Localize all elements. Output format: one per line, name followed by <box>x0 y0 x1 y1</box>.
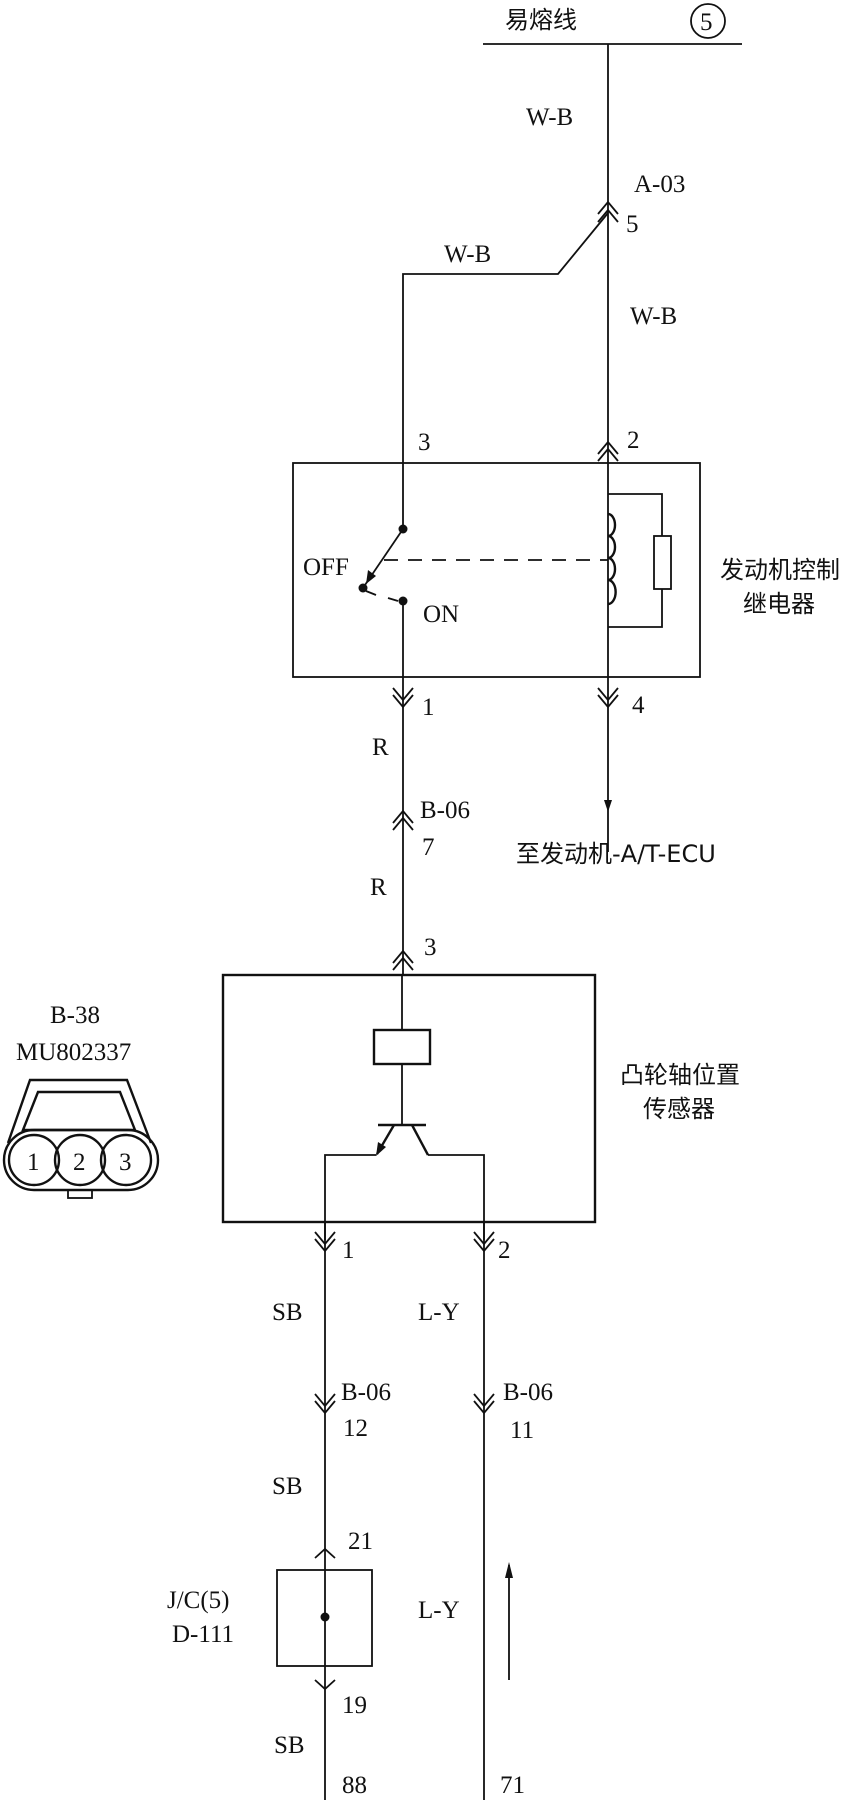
relay-coil <box>607 512 617 606</box>
signal-direction-arrow-icon <box>505 1562 513 1578</box>
jc-name-line1: J/C(5) <box>167 1587 230 1614</box>
wire-color-r-lower: R <box>370 874 387 901</box>
to-ecu-note: 至发动机-A/T-ECU <box>516 840 716 868</box>
engine-control-relay: OFF ON 发动机控制 继电器 <box>292 462 840 720</box>
to-ecu-arrow-icon <box>604 800 612 812</box>
sensor-pin1-label: 1 <box>342 1237 355 1264</box>
sensor-pin3-chevron <box>392 949 414 971</box>
relay-off-label: OFF <box>303 554 349 581</box>
sensor-connector-b38: B-38 MU802337 1 2 3 <box>2 1002 160 1199</box>
wire-color-relay-feed-wb: W-B <box>630 303 677 330</box>
connector-b06-right-pin: 11 <box>510 1417 534 1444</box>
wire-color-sb-upper: SB <box>272 1299 303 1326</box>
connector-a03-pin: 5 <box>626 211 639 238</box>
sensor-internal-right-lead <box>428 1154 485 1240</box>
wire-color-top-wb: W-B <box>526 104 573 131</box>
connector-b06-left-chevron <box>314 1393 336 1415</box>
sensor-internal-left-lead <box>324 1154 376 1240</box>
connector-b06-left-pin: 12 <box>343 1415 368 1442</box>
sensor-name-line1: 凸轮轴位置 <box>620 1061 740 1089</box>
connector-b06-left-name: B-06 <box>341 1379 391 1406</box>
relay-resistor-top-lead <box>608 493 663 536</box>
connector-pin-2-label: 2 <box>73 1149 86 1176</box>
connector-b06-upper-name: B-06 <box>420 797 470 824</box>
sensor-name-line2: 传感器 <box>643 1095 715 1123</box>
relay-resistor <box>653 535 672 590</box>
sensor-pin1-chevron <box>314 1231 336 1253</box>
relay-pin3-label: 3 <box>418 429 431 456</box>
connector-a03-chevron <box>597 200 619 223</box>
connector-a03-name: A-03 <box>634 171 685 198</box>
relay-name-line1: 发动机控制 <box>720 556 840 584</box>
relay-switch-on-dash-1 <box>365 590 377 596</box>
jc-pin19-label: 19 <box>342 1692 367 1719</box>
relay-pin1-chevron <box>392 687 414 709</box>
connector-pin-1-circle <box>7 1133 61 1187</box>
branch-wire-to-relay-pin3 <box>402 212 609 529</box>
camshaft-position-sensor: 凸轮轴位置 传感器 <box>221 973 740 1240</box>
sensor-connector-part-number: MU802337 <box>16 1039 131 1066</box>
relay-pin4-chevron <box>597 687 619 709</box>
connector-b06-upper-chevron <box>392 809 414 831</box>
sensor-box <box>221 973 597 1224</box>
sensor-pin3-label: 3 <box>424 934 437 961</box>
end-left-pin-label: 88 <box>342 1772 367 1799</box>
relay-pin1-label: 1 <box>422 694 435 721</box>
connector-latch <box>67 1189 93 1199</box>
relay-switch-pivot <box>358 583 368 593</box>
wire-color-ly-upper: L-Y <box>418 1299 460 1326</box>
wire-color-sb-lower: SB <box>274 1732 305 1759</box>
jc-pin19-chevron <box>314 1679 336 1691</box>
relay-pin2-label: 2 <box>627 427 640 454</box>
connector-pin-1-label: 1 <box>27 1149 40 1176</box>
relay-name-line2: 继电器 <box>743 590 815 618</box>
sensor-element <box>372 1028 432 1066</box>
wire-color-r-upper: R <box>372 734 389 761</box>
transistor-emitter-arrow-icon <box>376 1142 386 1156</box>
connector-pin-2-circle <box>53 1133 107 1187</box>
wire-color-ly-lower: L-Y <box>418 1597 460 1624</box>
jc-pin21-label: 21 <box>348 1528 373 1555</box>
connector-housing-inner <box>21 1090 137 1132</box>
relay-on-label: ON <box>423 601 459 628</box>
relay-switch-on-dash-2 <box>387 597 399 602</box>
connector-b06-upper-pin: 7 <box>422 834 435 861</box>
relay-pin2-chevron <box>597 440 619 462</box>
connector-pin-3-label: 3 <box>119 1149 132 1176</box>
relay-switch-arrow-icon <box>366 570 376 584</box>
fusible-link-number-circle <box>690 3 726 39</box>
connector-b06-right-chevron <box>473 1393 495 1415</box>
transistor-collector <box>410 1124 430 1156</box>
fusible-link: 易熔线 5 <box>483 3 742 45</box>
sensor-pin2-chevron <box>473 1231 495 1253</box>
sensor-connector-id: B-38 <box>50 1002 100 1029</box>
sensor-pin2-label: 2 <box>498 1237 511 1264</box>
fusible-link-number: 5 <box>700 9 713 36</box>
end-right-pin-label: 71 <box>500 1772 525 1799</box>
relay-box <box>292 462 701 678</box>
connector-b06-right-name: B-06 <box>503 1379 553 1406</box>
relay-pin4-label: 4 <box>632 692 645 719</box>
jc-splice-dot <box>320 1612 330 1622</box>
wire-color-sb-middle: SB <box>272 1473 303 1500</box>
connector-housing-outer <box>6 1078 153 1144</box>
connector-pin-3-circle <box>99 1133 153 1187</box>
relay-resistor-bottom-lead <box>608 589 663 628</box>
fusible-link-label: 易熔线 <box>505 6 577 34</box>
junction-connector: 21 19 J/C(5) D-111 <box>167 1528 373 1719</box>
jc-box <box>276 1569 373 1667</box>
jc-name-line2: D-111 <box>172 1621 234 1648</box>
jc-pin21-chevron <box>314 1547 336 1559</box>
wire-color-branch-wb: W-B <box>444 241 491 268</box>
